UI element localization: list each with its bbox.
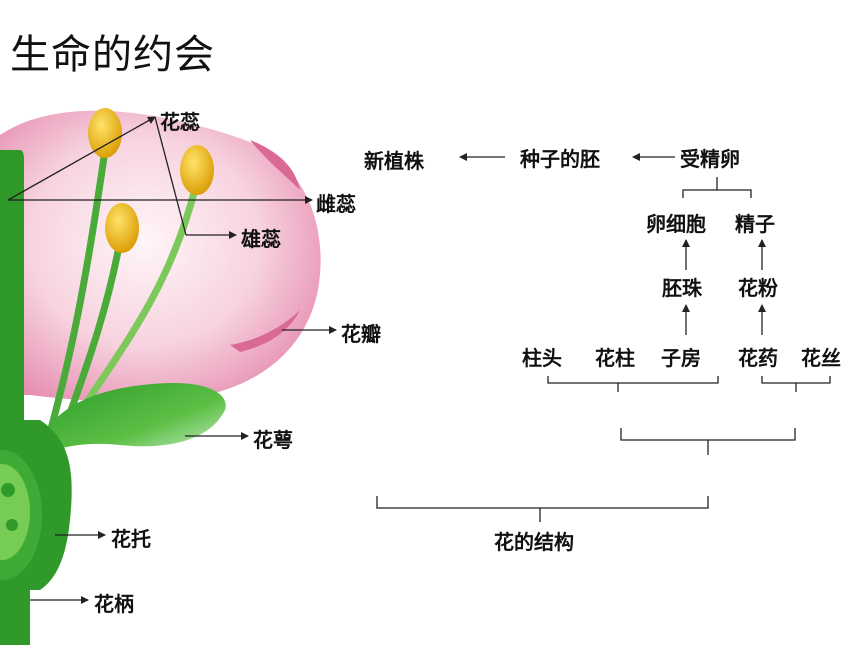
label-zygote: 受精卵: [680, 147, 740, 171]
label-pistil: 雌蕊: [316, 192, 356, 216]
label-pollen: 花粉: [738, 276, 778, 300]
stamen-filament-1: [44, 146, 109, 444]
sepal-shape: [40, 382, 226, 455]
label-petal: 花瓣: [341, 322, 381, 346]
label-flower-structure: 花的结构: [494, 530, 574, 554]
label-embryo: 种子的胚: [520, 147, 600, 171]
anther-3: [180, 145, 214, 195]
anther-2: [105, 203, 139, 253]
flower-pointer-lines: [7, 116, 337, 604]
anther-1: [88, 108, 122, 158]
label-stamen: 雄蕊: [241, 227, 281, 251]
pistil-stalk: [0, 150, 24, 455]
petal-edge-top: [250, 140, 300, 190]
label-new-plant: 新植株: [364, 149, 424, 173]
page-title: 生命的约会: [10, 32, 215, 78]
label-sepal: 花萼: [253, 428, 293, 452]
label-receptacle: 花托: [111, 527, 151, 551]
label-sperm: 精子: [735, 212, 775, 236]
label-egg-cell: 卵细胞: [646, 212, 706, 236]
flower-illustration: [0, 108, 321, 645]
label-filament: 花丝: [801, 346, 841, 370]
ovule-dot-1: [1, 483, 15, 497]
label-style: 花柱: [595, 346, 635, 370]
label-anther: 花药: [738, 346, 778, 370]
pedicel-stem: [0, 585, 30, 645]
stamen-filament-3: [71, 181, 200, 424]
ovule-dot-2: [6, 519, 18, 531]
petal-shape: [0, 110, 321, 402]
label-stigma: 柱头: [522, 346, 562, 370]
tree-lines: [376, 153, 831, 522]
label-huarui: 花蕊: [160, 110, 200, 134]
label-pedicel: 花柄: [94, 592, 134, 616]
petal-edge-right: [230, 310, 300, 352]
label-ovule: 胚珠: [662, 276, 702, 300]
label-ovary: 子房: [661, 346, 701, 370]
